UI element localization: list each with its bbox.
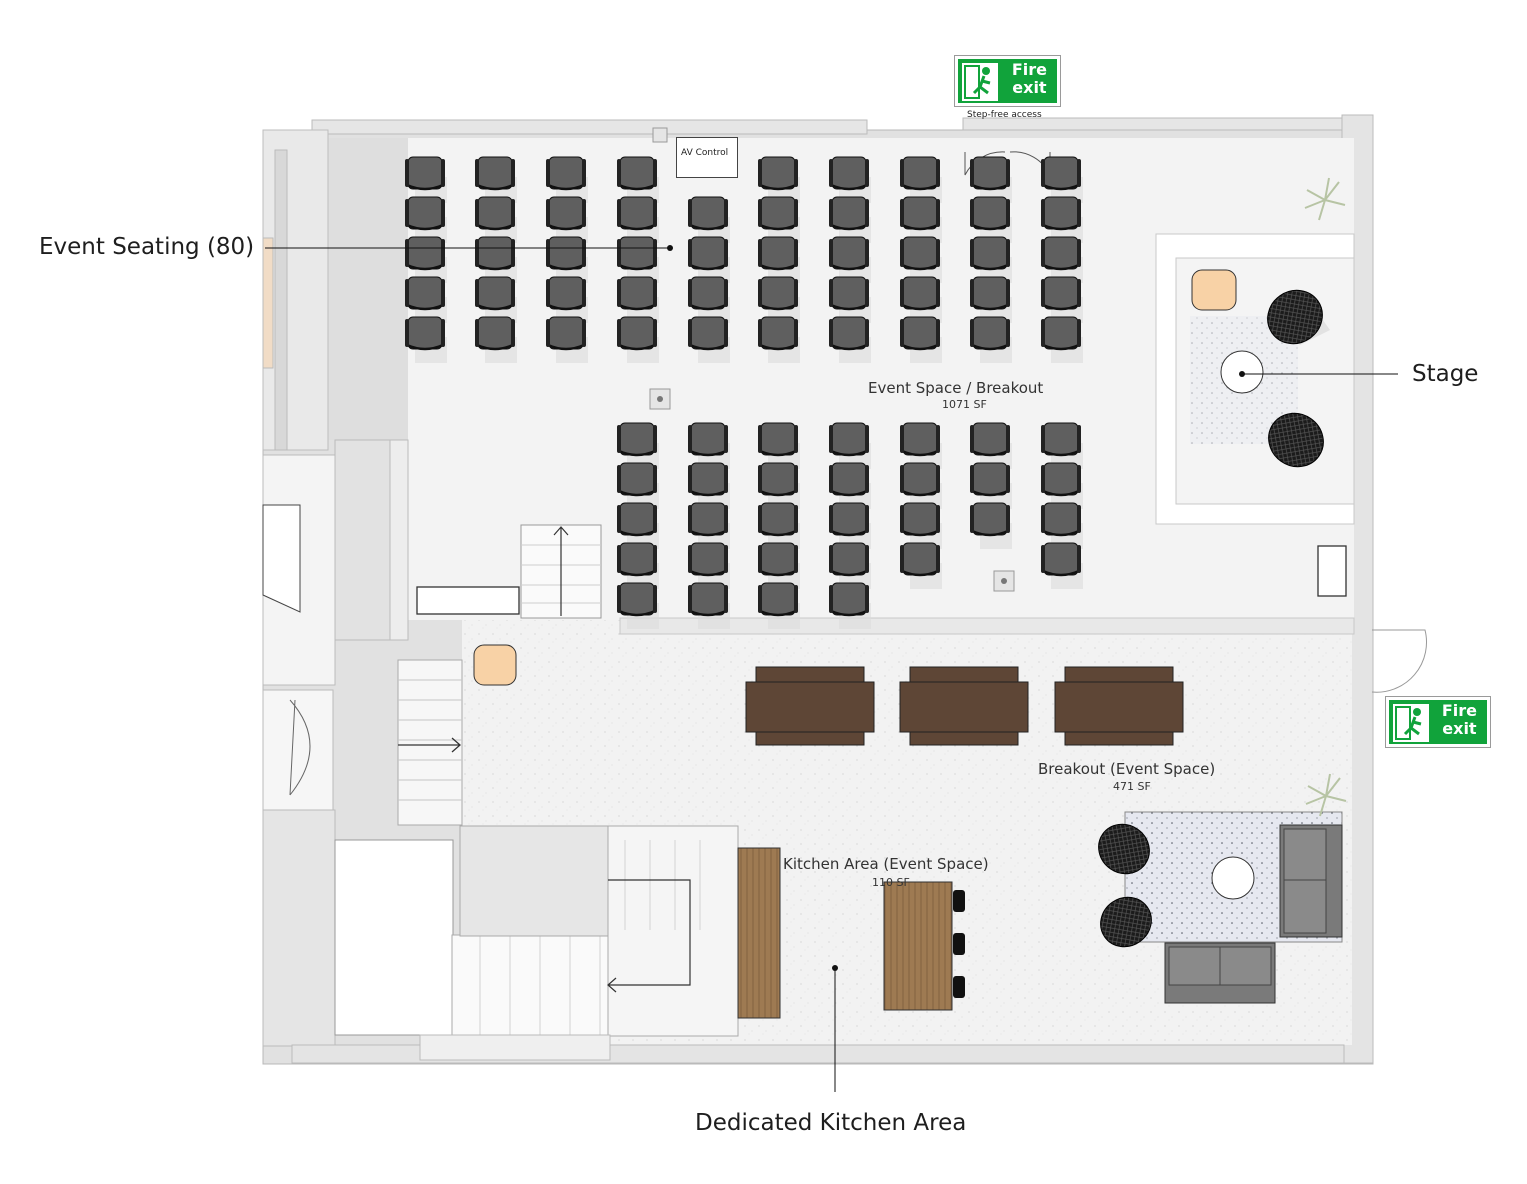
- av-control-box: AV Control: [676, 137, 738, 178]
- chair-icon: [900, 502, 942, 549]
- callout-event-seating: Event Seating (80): [39, 234, 255, 260]
- chair-icon: [475, 196, 517, 243]
- lounge-chair: [1267, 289, 1330, 345]
- chair-icon: [688, 316, 730, 363]
- callout-dot: [1239, 371, 1245, 377]
- chair-icon: [475, 316, 517, 363]
- exit-label: exit: [1012, 78, 1047, 97]
- chair-icon: [546, 316, 588, 363]
- chair-icon: [900, 542, 942, 589]
- chair-icon: [617, 582, 659, 629]
- chair-icon: [405, 316, 447, 363]
- lounge-chair: [1098, 823, 1150, 875]
- av-control-label: AV Control: [681, 148, 729, 158]
- chair-icon: [1041, 542, 1083, 589]
- chair-icon: [405, 196, 447, 243]
- chair-icon: [617, 422, 659, 469]
- chair-icon: [970, 236, 1012, 283]
- breakout-table: [745, 666, 875, 746]
- room-area-breakout: 471 SF: [1113, 780, 1151, 793]
- chair-icon: [829, 582, 871, 629]
- breakout-table: [899, 666, 1029, 746]
- chair-icon: [829, 316, 871, 363]
- chair-icon: [970, 316, 1012, 363]
- fire-exit-icon: [962, 63, 998, 101]
- plant-icon: [1304, 177, 1346, 221]
- chair-icon: [617, 236, 659, 283]
- chair-icon: [758, 276, 800, 323]
- breakout-table: [1054, 666, 1184, 746]
- callout-kitchen: Dedicated Kitchen Area: [695, 1110, 967, 1136]
- plant-icon: [1305, 773, 1347, 817]
- fire-label: Fire: [1441, 701, 1477, 720]
- chair-icon: [900, 236, 942, 283]
- chair-icon: [617, 276, 659, 323]
- chair-icon: [758, 422, 800, 469]
- kitchen-table: [883, 881, 953, 1011]
- room-name-event-space: Event Space / Breakout: [868, 379, 1044, 397]
- fire-exit-icon: [1393, 704, 1429, 742]
- stair-left: [397, 659, 463, 826]
- room-area-kitchen: 110 SF: [872, 876, 910, 889]
- stair-arrow-icon: [398, 737, 461, 753]
- room-name-breakout: Breakout (Event Space): [1038, 760, 1216, 778]
- exit-label: exit: [1442, 719, 1477, 738]
- chair-icon: [688, 582, 730, 629]
- room-name-kitchen: Kitchen Area (Event Space): [783, 855, 989, 873]
- chair-icon: [1041, 156, 1083, 203]
- ottoman: [473, 644, 517, 686]
- chair-icon: [1041, 316, 1083, 363]
- chair-icon: [970, 502, 1012, 549]
- chair-icon: [617, 196, 659, 243]
- chair-icon: [900, 316, 942, 363]
- sofa: [1279, 824, 1343, 938]
- fire-label: Fire: [1011, 60, 1047, 79]
- chair-icon: [758, 582, 800, 629]
- chair-icon: [758, 316, 800, 363]
- room-area-event-space: 1071 SF: [942, 398, 987, 411]
- lounge-chair: [1268, 412, 1324, 468]
- kitchen-counter: [737, 847, 781, 1019]
- sofa: [1164, 942, 1276, 1004]
- step-free-label: Step-free access: [967, 110, 1042, 120]
- chair-icon: [688, 236, 730, 283]
- callout-dot: [667, 245, 673, 251]
- chair-icon: [617, 316, 659, 363]
- callout-dot: [832, 965, 838, 971]
- chair-icon: [546, 196, 588, 243]
- ottoman: [1191, 269, 1237, 311]
- chair-icon: [688, 542, 730, 589]
- lounge-chair: [1100, 896, 1152, 948]
- event-seating-chairs: [405, 156, 1083, 629]
- coffee-table: [1211, 856, 1255, 900]
- callout-stage: Stage: [1412, 361, 1479, 387]
